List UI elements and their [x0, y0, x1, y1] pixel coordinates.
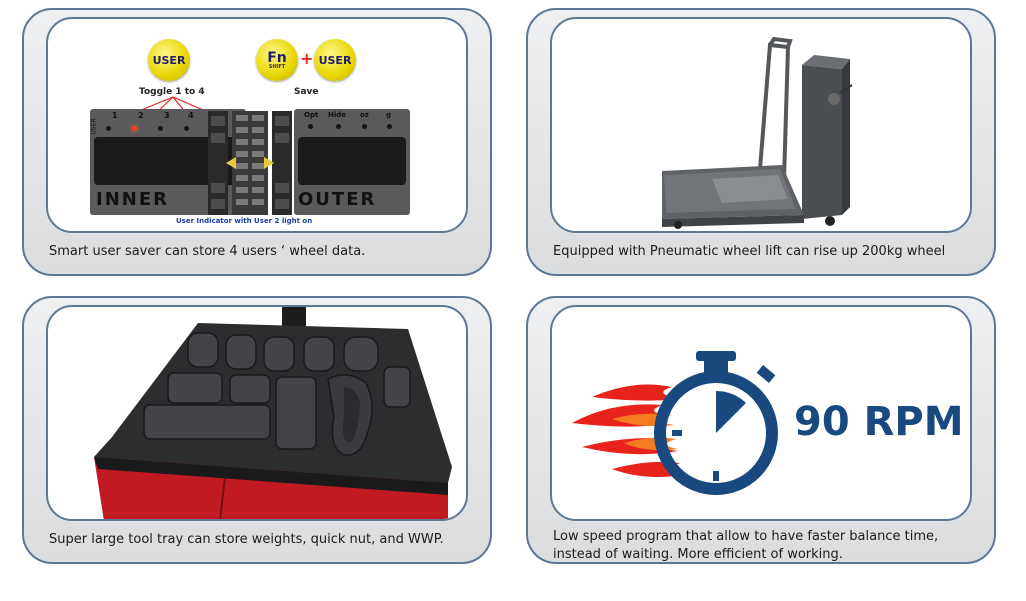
user-led-3 — [158, 126, 163, 131]
outer-panel: Opt Hide oz g OUTER — [294, 109, 410, 215]
opt-led — [308, 124, 313, 129]
user-number-3: 3 — [164, 111, 170, 120]
user-led-4 — [184, 126, 189, 131]
fn-button-sublabel: SHIFT — [268, 64, 286, 70]
oz-led — [362, 124, 367, 129]
tire-tread-graphic — [208, 111, 292, 215]
feature-card-tool-tray: Super large tool tray can store weights,… — [22, 296, 492, 564]
plus-sign: + — [300, 49, 314, 68]
oz-label: oz — [360, 111, 369, 119]
g-led — [387, 124, 392, 129]
hide-led — [336, 124, 341, 129]
outer-label: OUTER — [298, 189, 377, 210]
feature-image-frame: USER Toggle 1 to 4 Fn SHIFT + USER Save … — [46, 17, 468, 233]
fn-button-label: Fn — [267, 50, 287, 66]
user-indicator-note: User Indicator with User 2 light on — [176, 217, 313, 225]
feature-image-frame — [550, 17, 972, 233]
inner-label: INNER — [96, 189, 169, 210]
user-side-label: USER — [90, 118, 98, 135]
stopwatch-flame-icon — [572, 351, 778, 495]
user-number-4: 4 — [188, 111, 194, 120]
toggle-label: Toggle 1 to 4 — [139, 87, 205, 97]
rpm-label: 90 RPM — [794, 399, 964, 445]
feature-image-frame — [46, 305, 468, 521]
hide-label: Hide — [328, 111, 347, 119]
tool-tray-image — [94, 307, 452, 519]
user-button-label: USER — [152, 53, 186, 67]
feature-caption: Smart user saver can store 4 users ‘ whe… — [49, 244, 366, 259]
user-number-2: 2 — [138, 111, 144, 120]
feature-card-user-saver: USER Toggle 1 to 4 Fn SHIFT + USER Save … — [22, 8, 492, 276]
opt-label: Opt — [304, 111, 319, 119]
fn-button-image: Fn SHIFT — [256, 39, 298, 81]
feature-card-speed: 90 RPM Low speed program that allow to h… — [526, 296, 996, 564]
feature-caption: Super large tool tray can store weights,… — [49, 532, 444, 547]
user-button-image-2: USER — [314, 39, 356, 81]
feature-image-frame: 90 RPM — [550, 305, 972, 521]
user-led-1 — [106, 126, 111, 131]
user-number-1: 1 — [112, 111, 118, 120]
feature-caption: Equipped with Pneumatic wheel lift can r… — [553, 244, 946, 259]
feature-card-wheel-lift: Equipped with Pneumatic wheel lift can r… — [526, 8, 996, 276]
wheel-lift-image — [662, 36, 853, 229]
save-label: Save — [294, 87, 319, 97]
user-led-2 — [132, 126, 137, 131]
user-button-image: USER — [148, 39, 190, 81]
user-button-label-2: USER — [318, 53, 352, 67]
feature-caption: Low speed program that allow to have fas… — [553, 529, 939, 562]
g-label: g — [386, 111, 392, 119]
outer-display — [298, 137, 406, 185]
